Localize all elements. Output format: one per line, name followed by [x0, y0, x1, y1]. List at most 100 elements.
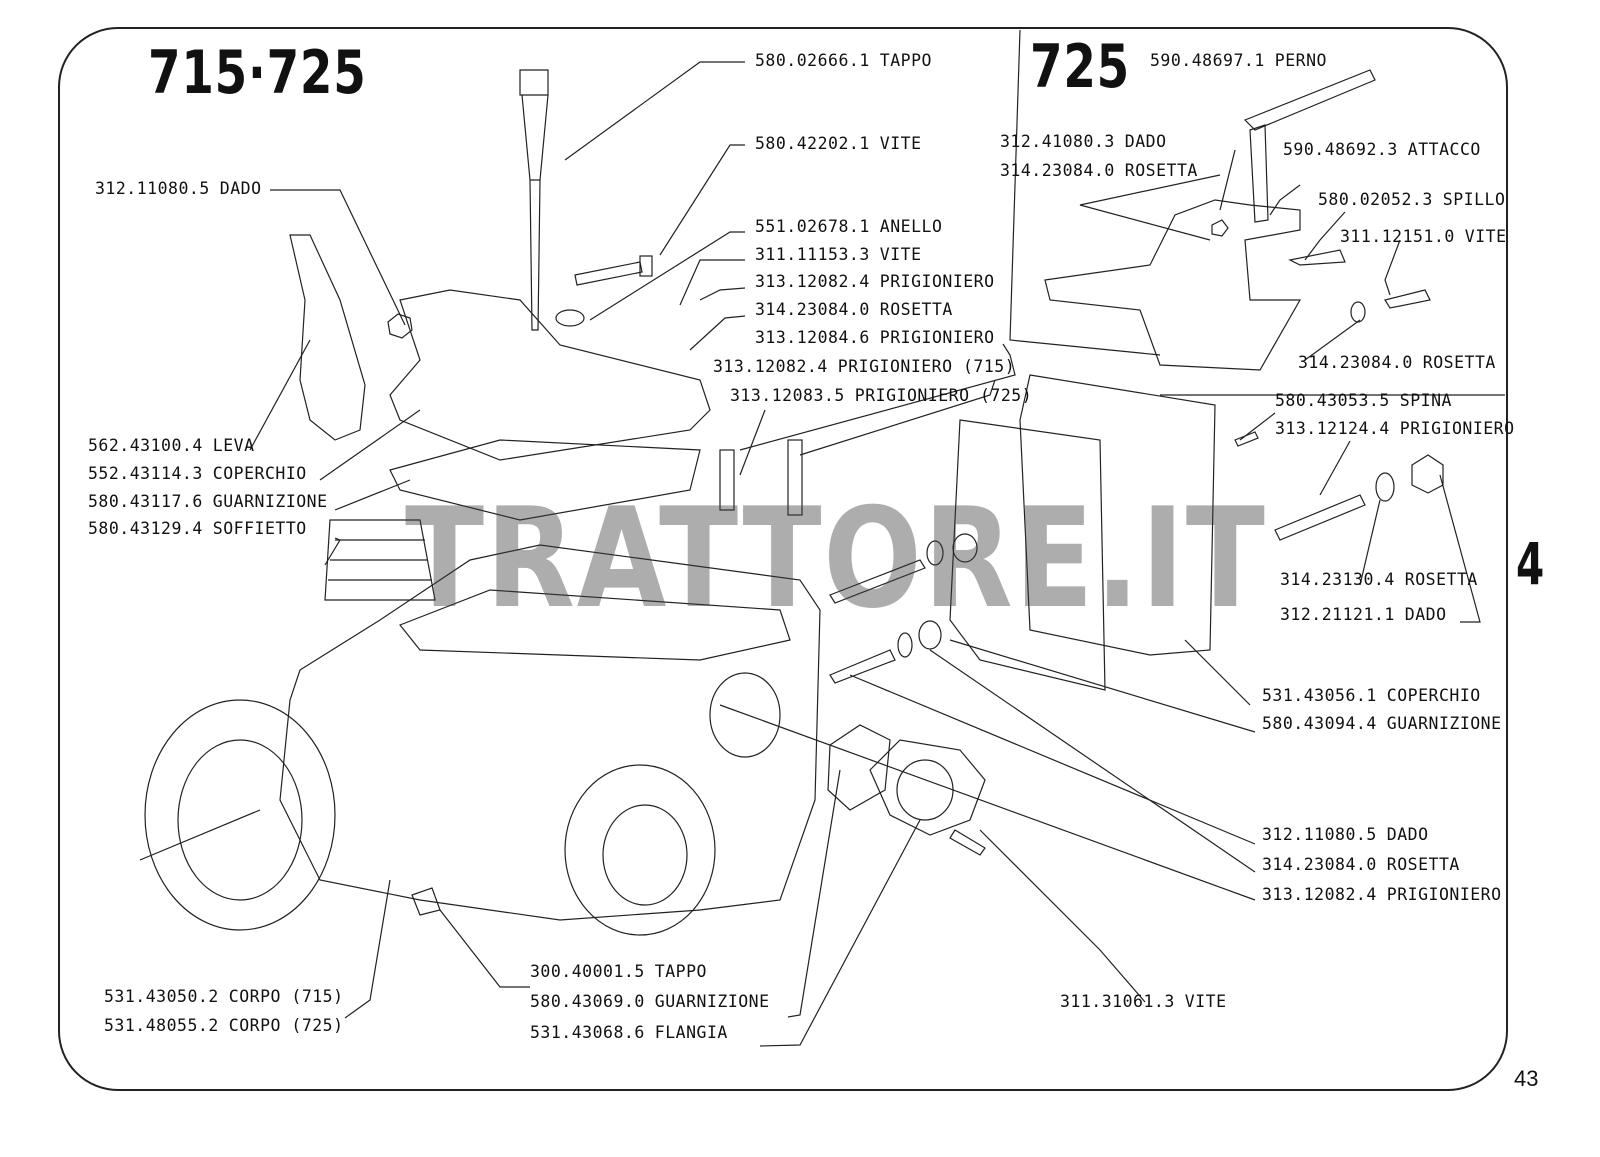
part-code: 590.48692.3	[1283, 140, 1398, 159]
part-name: VITE	[879, 134, 922, 153]
part-name: CORPO (715)	[228, 987, 344, 1006]
part-name: GUARNIZIONE	[212, 492, 328, 511]
part-code: 312.11080.5	[1262, 825, 1377, 844]
part-label: 562.43100.4 LEVA	[88, 437, 255, 455]
part-name: PRIGIONIERO (725)	[854, 386, 1033, 405]
part-code: 300.40001.5	[530, 962, 645, 981]
part-code: 311.31061.3	[1060, 992, 1175, 1011]
part-code: 312.11080.5	[95, 179, 210, 198]
part-name: SOFFIETTO	[212, 519, 307, 538]
part-name: DADO	[1404, 605, 1447, 624]
part-code: 590.48697.1	[1150, 51, 1265, 70]
part-code: 313.12082.4	[1262, 885, 1377, 904]
part-label: 580.43053.5 SPINA	[1275, 392, 1452, 410]
part-code: 531.43056.1	[1262, 686, 1377, 705]
part-name: DADO	[219, 179, 262, 198]
page-number: 43	[1514, 1066, 1539, 1091]
part-label: 580.02666.1 TAPPO	[755, 52, 932, 70]
part-name: FLANGIA	[654, 1023, 728, 1042]
part-code: 580.43053.5	[1275, 391, 1390, 410]
part-code: 314.23084.0	[1000, 161, 1115, 180]
part-label: 311.12151.0 VITE	[1340, 228, 1507, 246]
part-code: 312.21121.1	[1280, 605, 1395, 624]
part-label: 314.23084.0 ROSETTA	[1262, 856, 1460, 874]
part-label: 531.43056.1 COPERCHIO	[1262, 687, 1481, 705]
part-code: 580.43129.4	[88, 519, 203, 538]
part-code: 313.12084.6	[755, 328, 870, 347]
part-code: 313.12124.4	[1275, 419, 1390, 438]
part-code: 580.43094.4	[1262, 714, 1377, 733]
part-code: 551.02678.1	[755, 217, 870, 236]
part-name: VITE	[879, 245, 922, 264]
part-name: TAPPO	[879, 51, 932, 70]
part-code: 314.23084.0	[1298, 353, 1413, 372]
part-label: 314.23084.0 ROSETTA	[1298, 354, 1496, 372]
part-label: 314.23084.0 ROSETTA	[1000, 162, 1198, 180]
part-label: 313.12082.4 PRIGIONIERO (715)	[713, 358, 1015, 376]
part-code: 314.23084.0	[1262, 855, 1377, 874]
part-code: 313.12082.4	[713, 357, 828, 376]
part-label: 580.43117.6 GUARNIZIONE	[88, 493, 328, 511]
part-label: 312.11080.5 DADO	[95, 180, 262, 198]
part-label: 312.41080.3 DADO	[1000, 133, 1167, 151]
part-name: GUARNIZIONE	[1386, 714, 1502, 733]
part-name: ROSETTA	[1124, 161, 1198, 180]
part-name: DADO	[1124, 132, 1167, 151]
part-name: ROSETTA	[1422, 353, 1496, 372]
part-label: 580.42202.1 VITE	[755, 135, 922, 153]
part-code: 312.41080.3	[1000, 132, 1115, 151]
part-code: 531.43068.6	[530, 1023, 645, 1042]
page-frame	[58, 27, 1508, 1091]
part-label: 590.48697.1 PERNO	[1150, 52, 1327, 70]
part-label: 531.43050.2 CORPO (715)	[104, 988, 344, 1006]
part-code: 311.12151.0	[1340, 227, 1455, 246]
part-name: SPILLO	[1442, 190, 1506, 209]
part-name: SPINA	[1399, 391, 1452, 410]
part-code: 531.48055.2	[104, 1016, 219, 1035]
part-label: 580.43094.4 GUARNIZIONE	[1262, 715, 1502, 733]
part-code: 580.42202.1	[755, 134, 870, 153]
part-label: 314.23130.4 ROSETTA	[1280, 571, 1478, 589]
part-code: 552.43114.3	[88, 464, 203, 483]
part-name: PERNO	[1274, 51, 1327, 70]
part-label: 531.43068.6 FLANGIA	[530, 1024, 728, 1042]
main-model-title: 715·725	[148, 38, 367, 108]
part-code: 531.43050.2	[104, 987, 219, 1006]
part-code: 580.02666.1	[755, 51, 870, 70]
part-label: 580.43129.4 SOFFIETTO	[88, 520, 307, 538]
part-code: 580.02052.3	[1318, 190, 1433, 209]
part-name: LEVA	[212, 436, 255, 455]
part-code: 580.43117.6	[88, 492, 203, 511]
part-code: 562.43100.4	[88, 436, 203, 455]
part-name: ATTACCO	[1407, 140, 1481, 159]
part-name: GUARNIZIONE	[654, 992, 770, 1011]
part-name: PRIGIONIERO	[1399, 419, 1515, 438]
part-name: PRIGIONIERO	[879, 272, 995, 291]
section-number: 4	[1516, 530, 1545, 598]
part-name: PRIGIONIERO (715)	[837, 357, 1016, 376]
watermark: TRATTORE.IT	[405, 478, 1267, 639]
part-name: ROSETTA	[1386, 855, 1460, 874]
part-name: ROSETTA	[879, 300, 953, 319]
part-label: 313.12124.4 PRIGIONIERO	[1275, 420, 1515, 438]
inset-model-title: 725	[1030, 32, 1131, 102]
part-name: VITE	[1464, 227, 1507, 246]
part-label: 312.21121.1 DADO	[1280, 606, 1447, 624]
part-label: 580.02052.3 SPILLO	[1318, 191, 1505, 209]
part-code: 314.23130.4	[1280, 570, 1395, 589]
part-name: ROSETTA	[1404, 570, 1478, 589]
part-name: COPERCHIO	[1386, 686, 1481, 705]
